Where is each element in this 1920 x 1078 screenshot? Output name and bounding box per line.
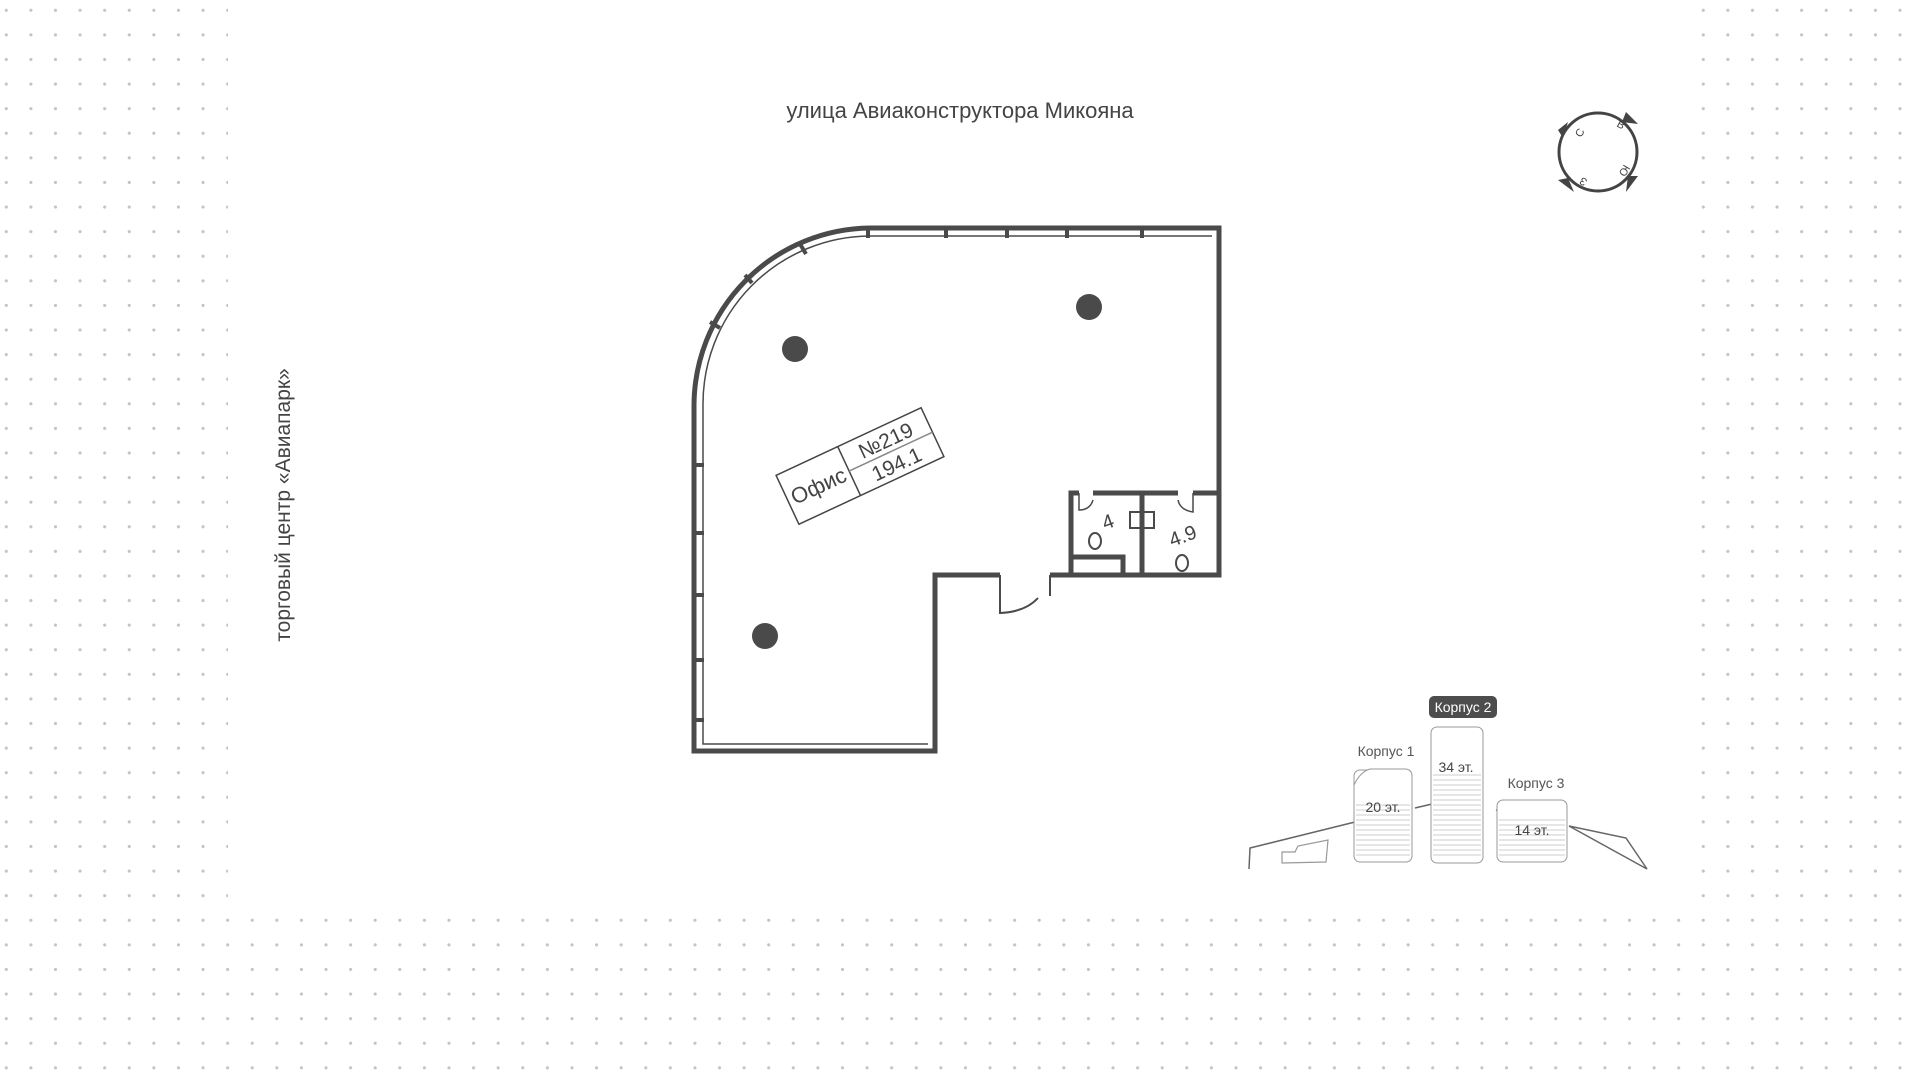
bathroom-left-area: 4 xyxy=(1099,510,1117,534)
building-2-name: Корпус 2 xyxy=(1435,699,1492,715)
building-1[interactable]: Корпус 1 20 эт. xyxy=(1353,743,1415,863)
building-2-floors: 34 эт. xyxy=(1438,759,1473,775)
compass-icon: С В Ю З xyxy=(1557,111,1639,193)
building-1-floors: 20 эт. xyxy=(1365,799,1400,815)
selected-badge xyxy=(1429,696,1497,718)
building-3-name: Корпус 3 xyxy=(1508,775,1565,791)
unit-label[interactable]: Офис №219 194.1 xyxy=(775,406,945,526)
column xyxy=(752,623,778,649)
walls xyxy=(691,225,1222,754)
building-selector: Корпус 1 20 эт. Корпус 2 34 эт. Корпус 3… xyxy=(1248,696,1648,870)
building-1-name: Корпус 1 xyxy=(1358,743,1415,759)
building-3[interactable]: Корпус 3 14 эт. xyxy=(1496,775,1568,863)
bathroom-right-area: 4.9 xyxy=(1166,522,1200,552)
column xyxy=(1076,294,1102,320)
street-label: улица Авиаконструктора Микояна xyxy=(786,98,1134,123)
column xyxy=(782,336,808,362)
compass-west: З xyxy=(1577,174,1589,188)
building-2[interactable]: Корпус 2 34 эт. xyxy=(1429,696,1497,864)
compass-south: Ю xyxy=(1616,163,1632,179)
compass-north: С xyxy=(1573,127,1587,140)
building-3-floors: 14 эт. xyxy=(1514,822,1549,838)
